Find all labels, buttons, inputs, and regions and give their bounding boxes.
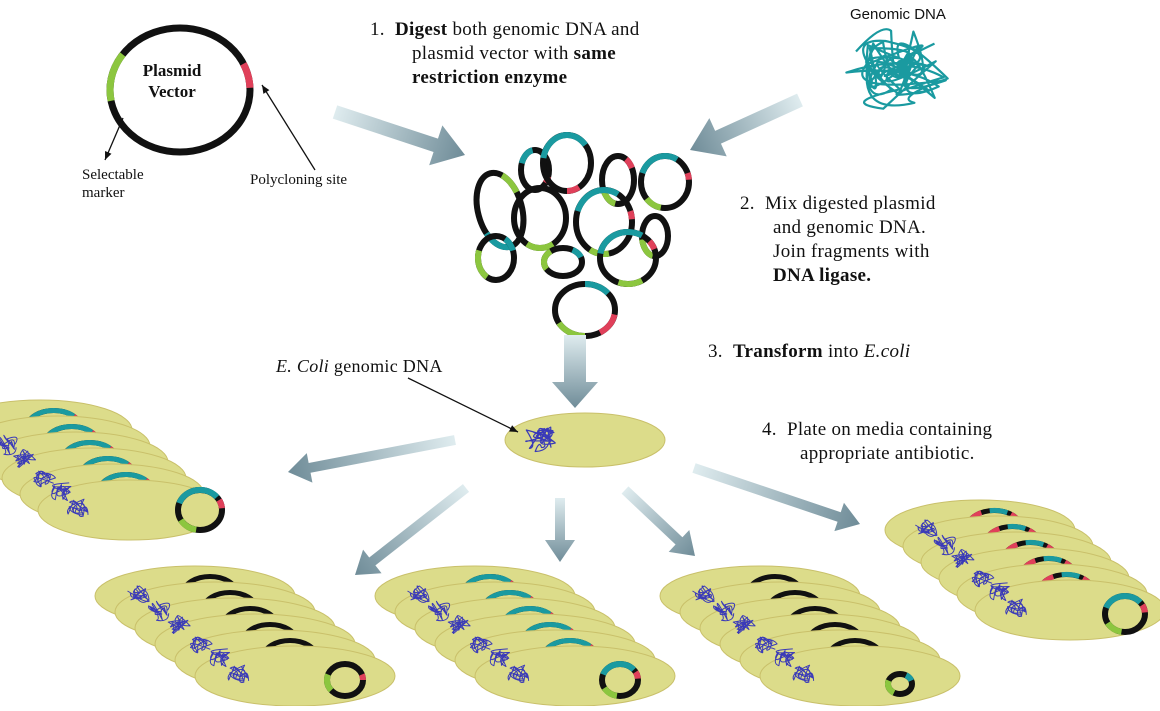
- step-1-enzyme: restriction enzyme: [412, 67, 567, 88]
- mixture-plasmid-2-seg1: [567, 187, 579, 191]
- step-3-ecoli: E.coli: [864, 341, 911, 362]
- step-4-line2: appropriate antibiotic.: [800, 442, 992, 466]
- genomic-dna-tangle: [846, 29, 947, 109]
- step-2-line1: Mix digested plasmid: [765, 193, 936, 214]
- step-1-line1: both genomic DNA and: [447, 19, 639, 40]
- arrow-to-plate-3: [545, 498, 575, 562]
- step-2-text: 2. Mix digested plasmid and genomic DNA.…: [740, 192, 936, 288]
- step-3-text: 3. Transform into E.coli: [708, 340, 910, 364]
- mixture-plasmid-3-seg1: [626, 159, 632, 168]
- ecoli-rest: genomic DNA: [329, 356, 443, 376]
- arrow-plasmid-to-mix-shape: [328, 92, 471, 175]
- arrow-to-plate-right: [689, 454, 865, 538]
- mixture-plasmid-2-seg0: [543, 135, 585, 158]
- arrow-to-plate-3-shape: [545, 498, 575, 562]
- plasmid-label-line1: Plasmid: [132, 60, 212, 81]
- arrow-genomic-to-mix-shape: [681, 81, 808, 169]
- plate-right-plasmid-seg-4-1: [1062, 574, 1080, 576]
- mixture-plasmid-9-seg1: [573, 250, 581, 257]
- arrow-to-plate-right-shape: [689, 454, 865, 538]
- ecoli-cell-central: [505, 413, 665, 467]
- step-3-into: into: [823, 341, 864, 362]
- step-1-same: same: [574, 43, 616, 64]
- plasmid-vector-label: Plasmid Vector: [132, 60, 212, 102]
- plasmid-label-line2: Vector: [132, 81, 212, 102]
- polycloning-site-pointer: [262, 85, 315, 170]
- mixture-plasmid-8-seg0: [478, 251, 487, 278]
- selectable-marker-label: Selectable marker: [82, 166, 144, 202]
- mixture-plasmid-4-seg2: [688, 173, 689, 180]
- step-4-text: 4. Plate on media containing appropriate…: [762, 418, 992, 466]
- plate-right-plasmid-seg-1-1: [1008, 526, 1026, 528]
- mixture-plasmid-9-seg0: [544, 251, 551, 269]
- step-3-number: 3.: [708, 341, 723, 362]
- polycloning-site-label: Polycloning site: [250, 171, 347, 189]
- selectable-marker-line1: Selectable: [82, 166, 144, 184]
- mixture-plasmid-11-seg2: [585, 284, 608, 293]
- plate-right-final-plasmid-seg2: [1142, 605, 1145, 612]
- plate-right-plasmid-seg-0-1: [990, 510, 1008, 512]
- step-2-line3: Join fragments with: [773, 240, 936, 264]
- arrow-plasmid-to-mix: [328, 92, 471, 175]
- arrow-genomic-to-mix: [681, 81, 808, 169]
- mixture-plasmid-0-seg1: [502, 173, 517, 195]
- ecoli-genomic-dna-label: E. Coli genomic DNA: [276, 354, 443, 378]
- plate-left-final-plasmid-seg2: [219, 500, 222, 508]
- mixture-plasmid-1-seg0: [522, 150, 533, 163]
- step-1-number: 1.: [370, 19, 385, 40]
- mixture-plasmid-10-seg2: [649, 241, 654, 249]
- plate-bottom-2-final-plasmid-seg2: [636, 672, 638, 679]
- step-1-text: 1. Digest both genomic DNA and plasmid v…: [370, 18, 640, 90]
- mixture-plasmid-11-seg1: [559, 323, 585, 336]
- plate-right-plasmid-seg-3-1: [1044, 558, 1062, 560]
- plate-right-plasmid-seg-2-1: [1026, 542, 1044, 544]
- mixture-plasmid-6-seg2: [630, 211, 632, 219]
- plasmid-vector-ring-seg0: [110, 54, 123, 100]
- arrow-mix-to-cell: [552, 335, 598, 408]
- mixture-plasmid-9: [544, 248, 582, 276]
- arrow-mix-to-cell-shape: [552, 335, 598, 408]
- mixture-plasmid-4-seg0: [642, 156, 677, 173]
- mixture-plasmid-11: [555, 284, 615, 336]
- polycloning-site-pointer-head: [262, 85, 269, 94]
- selectable-marker-line2: marker: [82, 184, 144, 202]
- step-4-line1: Plate on media containing: [787, 419, 992, 440]
- genomic-dna-label: Genomic DNA: [850, 6, 946, 23]
- step-3-transform: Transform: [733, 341, 823, 362]
- arrow-to-plate-left-shape: [285, 425, 458, 486]
- arrow-to-plate-4-shape: [615, 479, 706, 567]
- arrow-to-plate-4: [615, 479, 706, 567]
- mixture-plasmid-4-seg1: [647, 199, 661, 208]
- step-4-number: 4.: [762, 419, 777, 440]
- mixture-plasmid-10-seg1: [618, 281, 642, 284]
- plate-left: [0, 400, 222, 540]
- mixture-plasmid-5-seg0: [527, 244, 553, 248]
- arrow-to-plate-left: [285, 425, 458, 486]
- step-1-line2: plasmid vector with: [412, 43, 574, 64]
- ecoli-label-pointer: [408, 378, 518, 432]
- mixture-plasmid-11-seg0: [600, 315, 615, 333]
- mixture-plasmid-4: [641, 156, 689, 208]
- step-2-ligase: DNA ligase.: [773, 265, 871, 286]
- ecoli-italic: E. Coli: [276, 356, 329, 376]
- step-2-number: 2.: [740, 193, 755, 214]
- step-1-digest: Digest: [395, 19, 447, 40]
- step-2-line2: and genomic DNA.: [773, 216, 936, 240]
- plate-bottom-1-final-plasmid-seg1: [362, 675, 363, 681]
